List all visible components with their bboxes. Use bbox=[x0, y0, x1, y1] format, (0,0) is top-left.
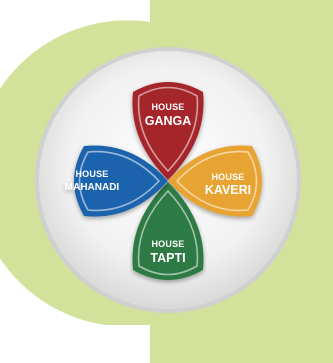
kaveri-shield-shape bbox=[168, 145, 262, 217]
ganga-shield-shape bbox=[132, 82, 204, 180]
ganga-shield-border bbox=[137, 86, 199, 173]
tapti-shield-border bbox=[137, 189, 199, 276]
house-ganga-shield: HOUSE GANGA bbox=[132, 82, 204, 180]
house-tapti-shield: HOUSE TAPTI bbox=[132, 182, 204, 280]
tapti-prefix: HOUSE bbox=[151, 239, 184, 249]
tapti-shield-shape bbox=[132, 182, 204, 280]
house-kaveri-shield: HOUSE KAVERI bbox=[168, 145, 262, 217]
kaveri-prefix: HOUSE bbox=[211, 172, 244, 182]
tapti-name: TAPTI bbox=[150, 251, 185, 265]
mahanadi-shield-border bbox=[78, 150, 161, 212]
house-mahanadi-shield: HOUSE MAHANADI bbox=[65, 145, 168, 217]
mahanadi-shield-shape bbox=[74, 145, 168, 217]
kaveri-shield-border bbox=[175, 150, 258, 212]
ganga-prefix: HOUSE bbox=[151, 102, 184, 112]
mahanadi-name: MAHANADI bbox=[65, 182, 120, 193]
kaveri-name: KAVERI bbox=[205, 183, 251, 197]
ganga-name: GANGA bbox=[145, 114, 192, 128]
mahanadi-prefix: HOUSE bbox=[75, 169, 108, 179]
